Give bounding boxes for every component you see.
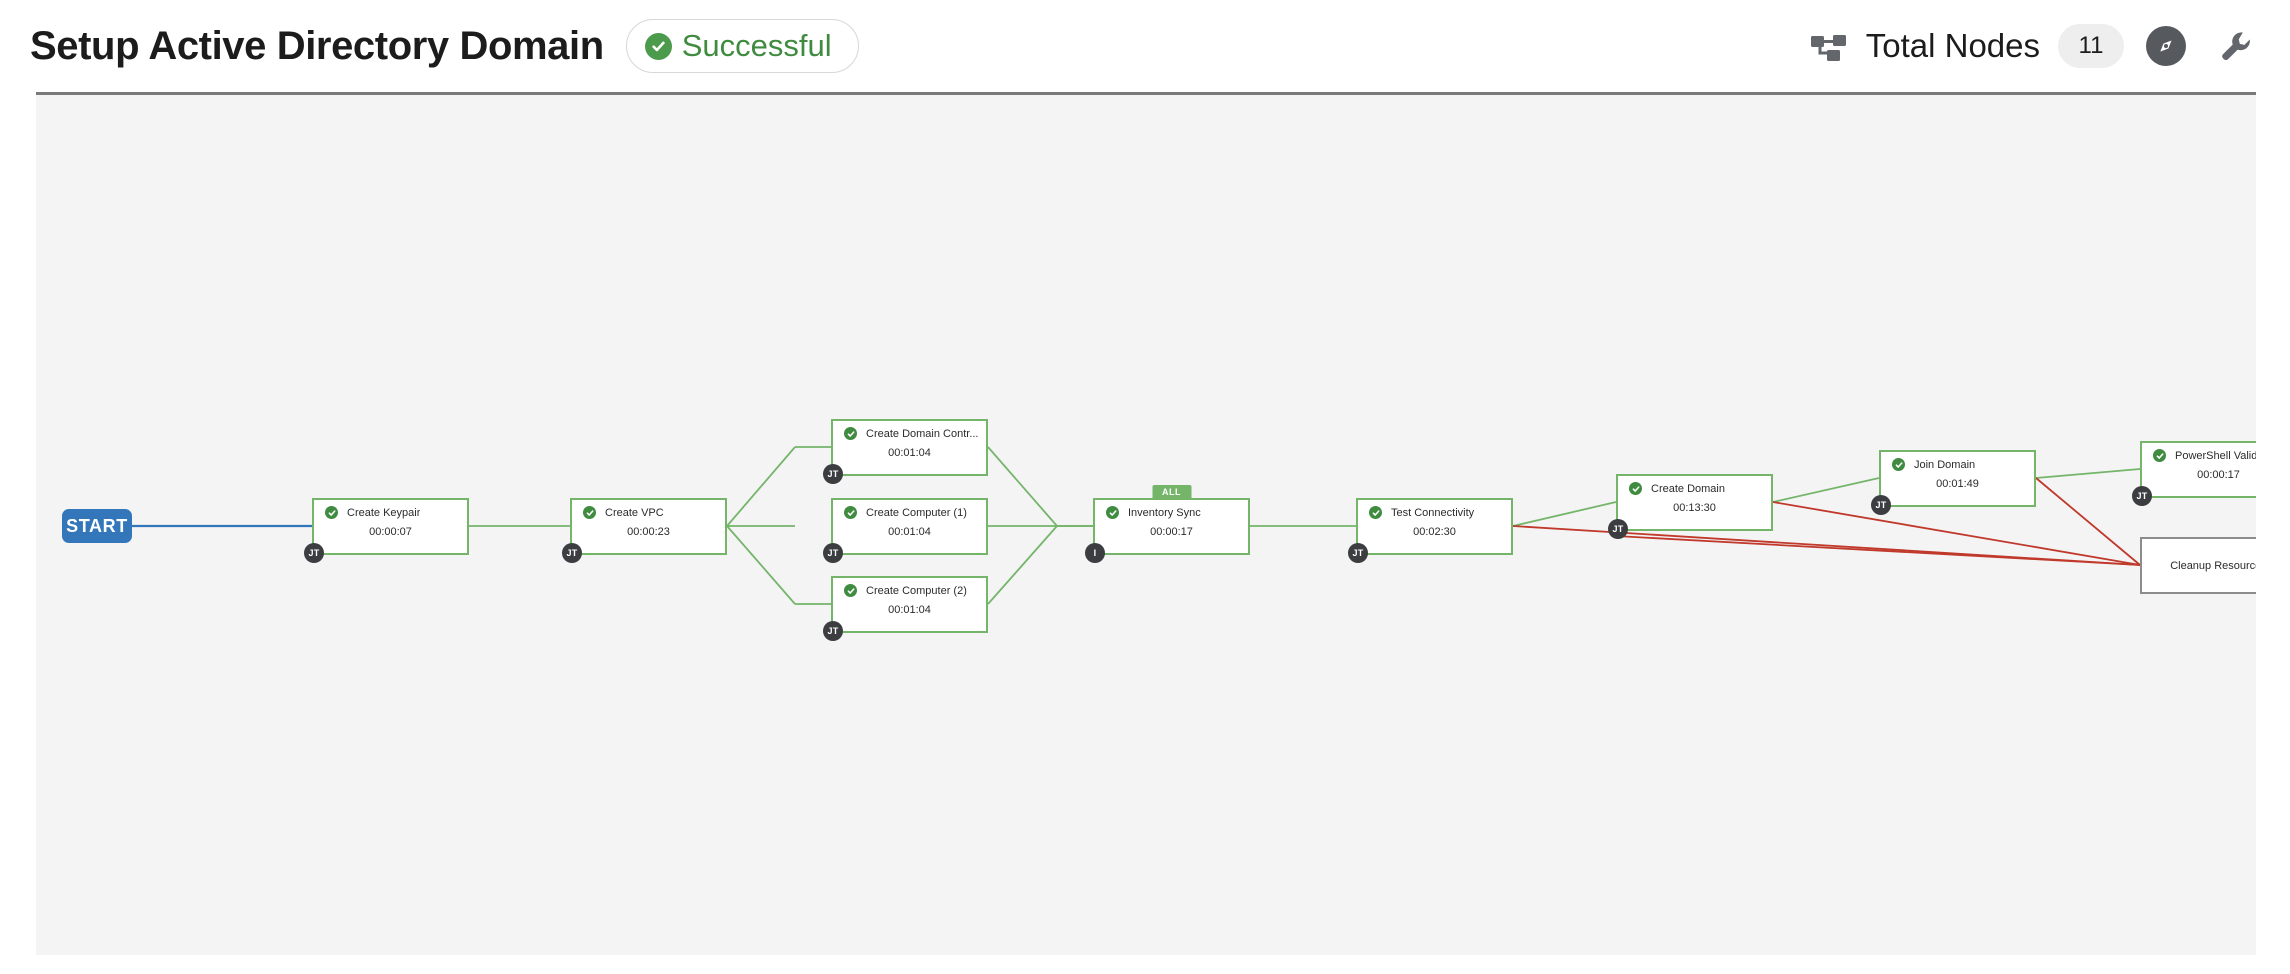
check-circle-icon (325, 506, 338, 519)
status-badge-label: Successful (681, 28, 832, 63)
workflow-edges (132, 446, 2141, 605)
node-duration: 00:00:23 (627, 526, 670, 538)
node-owner-badge[interactable]: JT (823, 543, 843, 563)
compass-icon[interactable] (2146, 26, 2186, 66)
node-create-keypair[interactable]: Create Keypair 00:00:07 JT (304, 498, 469, 563)
start-node-label: START (66, 515, 128, 536)
convergence-all-badge: ALL (1152, 485, 1191, 499)
check-circle-icon (1892, 458, 1905, 471)
node-header: Join Domain (1881, 458, 2034, 471)
node-duration: 00:00:17 (1150, 526, 1193, 538)
node-create-domain-controller[interactable]: Create Domain Contr... 00:01:04 JT (823, 419, 988, 484)
node-inventory-sync[interactable]: ALL Inventory Sync 00:00:17 I (1085, 485, 1250, 563)
node-owner-badge[interactable]: JT (2132, 486, 2152, 506)
workflow-nodes-layer: START Create Keypair 00:00:07 JT Create … (36, 95, 2256, 955)
header-right-group: Total Nodes 11 (1806, 23, 2256, 69)
node-title: PowerShell Validation (2175, 449, 2256, 462)
workflow-canvas[interactable]: START Create Keypair 00:00:07 JT Create … (36, 92, 2256, 955)
node-title: Test Connectivity (1391, 506, 1475, 519)
check-circle-icon (583, 506, 596, 519)
node-create-computer-1[interactable]: Create Computer (1) 00:01:04 JT (823, 498, 988, 563)
node-test-connectivity[interactable]: Test Connectivity 00:02:30 JT (1348, 498, 1513, 563)
node-title: Create Keypair (347, 506, 421, 519)
node-owner-badge[interactable]: JT (304, 543, 324, 563)
total-nodes-count-badge: 11 (2058, 24, 2124, 68)
node-owner-badge[interactable]: JT (823, 621, 843, 641)
node-header: PowerShell Validation (2142, 449, 2256, 462)
node-owner-badge[interactable]: JT (562, 543, 582, 563)
node-duration: 00:13:30 (1673, 502, 1716, 514)
check-circle-icon (1369, 506, 1382, 519)
node-owner-badge[interactable]: JT (1608, 519, 1628, 539)
node-title: Inventory Sync (1128, 506, 1201, 519)
check-circle-icon (1106, 506, 1119, 519)
node-title: Create Computer (1) (866, 506, 967, 519)
node-duration: 00:01:04 (888, 447, 931, 459)
node-join-domain[interactable]: Join Domain 00:01:49 JT (1871, 450, 2036, 515)
node-header: Create Domain (1618, 482, 1771, 495)
node-duration: 00:00:17 (2197, 469, 2240, 481)
node-duration: 00:01:49 (1936, 478, 1979, 490)
check-circle-icon (2153, 449, 2166, 462)
start-node[interactable]: START (62, 509, 132, 543)
node-title: Create VPC (605, 506, 664, 519)
node-header: Create Domain Contr... (833, 427, 986, 440)
node-create-domain[interactable]: Create Domain 00:13:30 JT (1608, 474, 1773, 539)
node-header: Inventory Sync (1095, 506, 1248, 519)
check-circle-icon (844, 427, 857, 440)
check-circle-icon (644, 32, 672, 60)
node-duration: 00:00:07 (369, 526, 412, 538)
node-duration: 00:01:04 (888, 604, 931, 616)
status-badge: Successful (625, 19, 859, 73)
node-duration: 00:01:04 (888, 526, 931, 538)
node-header: Test Connectivity (1358, 506, 1511, 519)
node-owner-badge[interactable]: JT (1348, 543, 1368, 563)
node-create-computer-2[interactable]: Create Computer (2) 00:01:04 JT (823, 576, 988, 641)
node-cleanup-resources[interactable]: Cleanup Resources (2140, 537, 2256, 594)
node-title: Cleanup Resources (2170, 559, 2256, 572)
node-create-vpc[interactable]: Create VPC 00:00:23 JT (562, 498, 727, 563)
sitemap-icon[interactable] (1806, 23, 1852, 69)
node-title: Create Domain Contr... (866, 427, 979, 440)
page-title: Setup Active Directory Domain (30, 23, 604, 68)
page-header: Setup Active Directory Domain Successful… (0, 0, 2290, 92)
node-header: Create Keypair (314, 506, 467, 519)
node-title: Create Computer (2) (866, 584, 967, 597)
check-circle-icon (1629, 482, 1642, 495)
node-title: Join Domain (1914, 458, 1976, 471)
node-owner-badge[interactable]: I (1085, 543, 1105, 563)
header-left-group: Setup Active Directory Domain Successful (30, 19, 859, 73)
node-duration: 00:02:30 (1413, 526, 1456, 538)
wrench-icon[interactable] (2216, 26, 2256, 66)
node-owner-badge[interactable]: JT (1871, 495, 1891, 515)
total-nodes-label: Total Nodes (1865, 27, 2040, 64)
node-header: Create VPC (572, 506, 725, 519)
check-circle-icon (844, 506, 857, 519)
node-header: Create Computer (2) (833, 584, 986, 597)
node-owner-badge[interactable]: JT (823, 464, 843, 484)
check-circle-icon (844, 584, 857, 597)
node-header: Create Computer (1) (833, 506, 986, 519)
node-title: Create Domain (1651, 482, 1725, 495)
node-powershell-validation[interactable]: PowerShell Validation 00:00:17 JT (2132, 441, 2256, 506)
